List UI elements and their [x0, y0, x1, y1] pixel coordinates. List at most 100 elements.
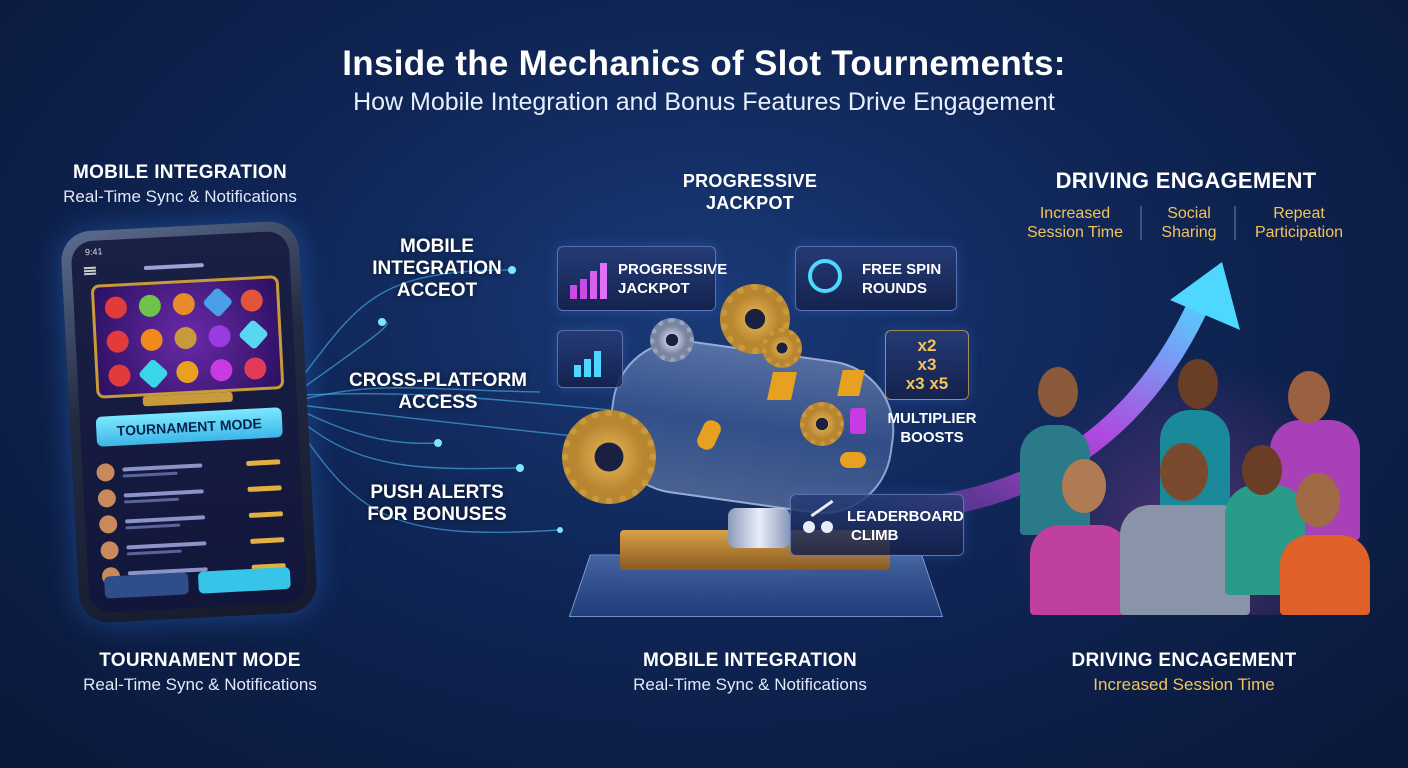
plum-icon: [207, 324, 232, 348]
phone-time: 9:41: [84, 246, 103, 258]
driving-engagement-caption: DRIVING ENCAGEMENT Increased Session Tim…: [1024, 650, 1344, 695]
card-label-line: JACKPOT: [618, 280, 690, 297]
section-heading-line1: PROGRESSIVE: [682, 171, 818, 191]
mobile-integration-caption: MOBILE INTEGRATION Real-Time Sync & Noti…: [590, 650, 910, 695]
phone-screen: 9:41 TOURNAMENT MODE: [70, 230, 308, 614]
seven-icon: [175, 360, 199, 384]
caption-heading: MOBILE INTEGRATION: [642, 650, 858, 671]
section-heading-line2: JACKPOT: [705, 193, 795, 213]
crowd-illustration: [1010, 355, 1370, 615]
growth-chart-card: [557, 330, 623, 388]
gear-icon: [650, 318, 694, 362]
metric-line1: Increased: [1039, 205, 1111, 222]
apple-icon: [138, 294, 162, 318]
stopwatch-icon: [808, 259, 842, 293]
flow-label-line: FOR BONUSES: [367, 504, 507, 525]
bar-chart-arrow-icon: [570, 341, 610, 377]
flow-label-line: PUSH ALERTS: [370, 482, 504, 503]
flow-label-push-alerts: PUSH ALERTS FOR BONUSES: [352, 482, 522, 526]
tournament-mode-button[interactable]: TOURNAMENT MODE: [95, 407, 283, 447]
person-face: [1038, 367, 1078, 417]
card-label-line: CLIMB: [851, 527, 899, 544]
slot-reels: [90, 275, 285, 399]
apple-icon: [240, 288, 264, 313]
smartphone-illustration: 9:41 TOURNAMENT MODE: [59, 220, 319, 624]
metric-social-sharing: Social Sharing: [1145, 204, 1233, 242]
gold-symbol-icon: [840, 452, 866, 468]
multiplier-boosts-label: MULTIPLIER BOOSTS: [880, 409, 984, 447]
driving-engagement-header: DRIVING ENGAGEMENT: [1000, 168, 1372, 194]
caption-heading: TOURNAMENT MODE: [99, 650, 301, 671]
person-face: [1296, 473, 1340, 527]
caption-subheading: Increased Session Time: [1093, 675, 1275, 694]
cherry-icon: [104, 296, 128, 320]
diamond-icon: [137, 358, 169, 390]
card-label-line: ROUNDS: [862, 280, 928, 297]
menu-icon: [83, 269, 97, 273]
mobile-integration-header: MOBILE INTEGRATION Real-Time Sync & Noti…: [40, 162, 320, 207]
card-label-line: FREE SPIN: [862, 261, 942, 278]
multiplier-value: x2: [917, 336, 937, 355]
multiplier-value: x3: [917, 355, 937, 374]
flow-label-line: MOBILE: [400, 236, 474, 257]
person-face: [1062, 459, 1106, 513]
card-label-line: LEADERBOARD: [847, 508, 964, 525]
bar-chart-arrow-icon: [568, 259, 608, 299]
gear-icon: [562, 410, 656, 504]
caption-subheading: Real-Time Sync & Notifications: [83, 675, 317, 694]
plum-icon: [209, 358, 233, 382]
card-label: PROGRESSIVE JACKPOT: [618, 260, 727, 298]
cherry-icon: [107, 364, 132, 388]
flow-label-line: ACCEOT: [396, 280, 478, 301]
section-heading: MOBILE INTEGRATION: [72, 162, 288, 183]
caption-heading: DRIVING ENCAGEMENT: [1071, 650, 1297, 671]
metric-line2: Sharing: [1161, 224, 1217, 241]
section-subheading: Real-Time Sync & Notifications: [63, 187, 297, 206]
card-label-line: PROGRESSIVE: [618, 261, 728, 278]
person-face: [1160, 443, 1208, 501]
metric-line1: Social: [1167, 205, 1211, 222]
multiplier-card: x2 x3 x3 x5: [885, 330, 969, 400]
label-line: MULTIPLIER: [887, 410, 977, 427]
free-spin-rounds-card: FREE SPIN ROUNDS: [795, 246, 957, 311]
metric-line1: Repeat: [1273, 205, 1325, 222]
multiplier-value: x3 x5: [905, 374, 949, 393]
flow-label-cross-platform: CROSS-PLATFORM ACCESS: [340, 370, 536, 414]
metric-line2: Session Time: [1026, 224, 1124, 241]
label-line: BOOSTS: [900, 429, 964, 446]
person-body: [1030, 525, 1130, 615]
page-subtitle: How Mobile Integration and Bonus Feature…: [353, 88, 1055, 116]
person-body: [1280, 535, 1370, 615]
progressive-jackpot-card: PROGRESSIVE JACKPOT: [557, 246, 727, 311]
orange-icon: [172, 292, 196, 316]
flow-label-line: ACCESS: [398, 392, 478, 413]
flow-label-line: INTEGRATION: [372, 258, 502, 279]
people-arrow-icon: [801, 499, 839, 541]
phone-app-bar: [83, 257, 278, 277]
tournament-mode-caption: TOURNAMENT MODE Real-Time Sync & Notific…: [40, 650, 360, 695]
fire-icon: [140, 328, 164, 352]
gear-icon: [762, 328, 802, 368]
leaderboard-climb-card: LEADERBOARD CLIMB: [790, 494, 964, 556]
berry-icon: [243, 356, 267, 381]
person-face: [1242, 445, 1282, 495]
diamond-icon: [202, 286, 234, 318]
metric-line2: Participation: [1254, 224, 1344, 241]
flow-label-mobile-integration: MOBILE INTEGRATION ACCEOT: [352, 236, 522, 302]
phone-primary-button[interactable]: [197, 566, 291, 594]
j-symbol-icon: [850, 408, 866, 434]
gear-icon: [800, 402, 844, 446]
gear-icon: [174, 326, 198, 350]
phone-secondary-button[interactable]: [103, 572, 190, 599]
multiplier-values: x2 x3 x3 x5: [886, 336, 968, 393]
app-title-placeholder: [143, 263, 204, 271]
metric-repeat-participation: Repeat Participation: [1238, 204, 1360, 242]
card-label: FREE SPIN ROUNDS: [862, 260, 941, 298]
progressive-jackpot-header: PROGRESSIVE JACKPOT: [640, 170, 860, 214]
section-heading: DRIVING ENGAGEMENT: [1055, 168, 1317, 193]
person-face: [1288, 371, 1330, 423]
machine-pedestal: [728, 508, 790, 548]
metric-session-time: Increased Session Time: [1010, 204, 1140, 242]
caption-subheading: Real-Time Sync & Notifications: [633, 675, 867, 694]
person-face: [1178, 359, 1218, 409]
